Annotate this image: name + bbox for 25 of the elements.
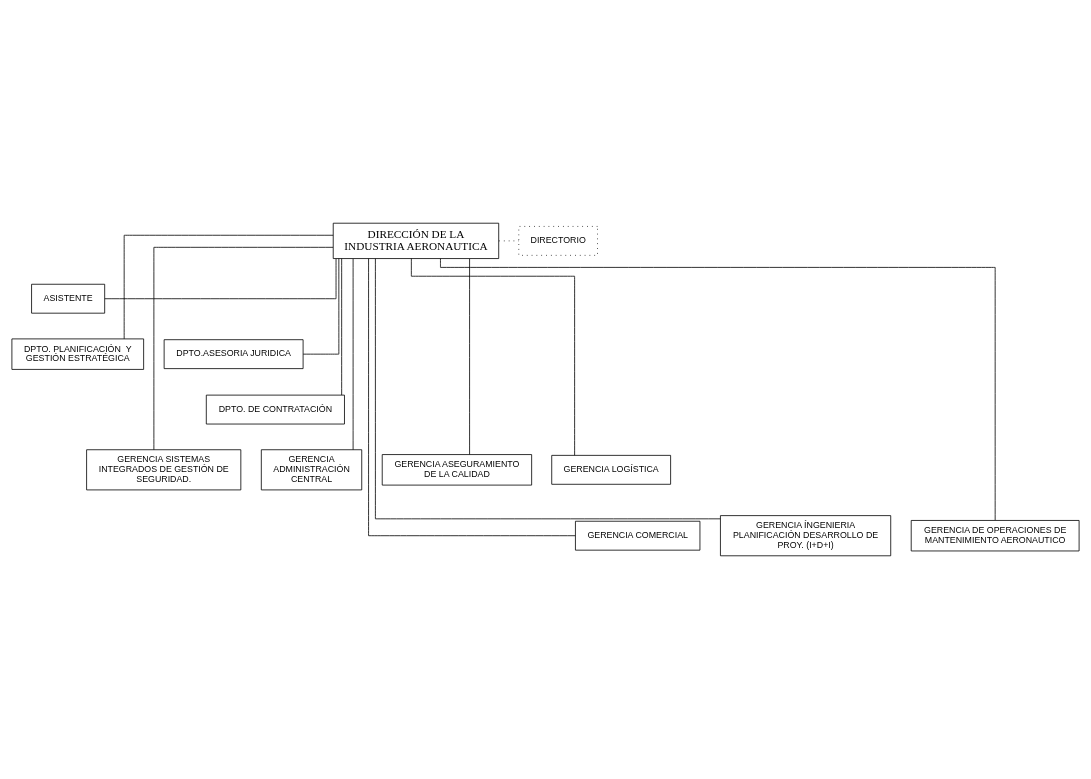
connector	[352, 258, 354, 451]
node-box: GERENCIA ASEGURAMIENTO DE LA CALIDAD	[381, 454, 533, 486]
node-box: GERENCIA LOGÍSTICA	[551, 454, 671, 485]
connector	[410, 258, 575, 456]
connector	[498, 240, 520, 242]
connector	[375, 258, 721, 520]
node-box: DPTO.ASESORIA JURIDICA	[163, 339, 304, 369]
node-box: GERENCIA COMERCIAL	[575, 520, 701, 551]
connector	[368, 258, 576, 537]
node-box: DPTO. PLANIFICACIÓN Y GESTIÓN ESTRATÉGICA	[11, 338, 145, 370]
connector	[104, 258, 337, 300]
connector	[302, 258, 340, 355]
connector	[440, 258, 996, 521]
node-box: GERENCIA SISTEMAS INTEGRADOS DE GESTIÓN DE SEGURIDAD.	[86, 449, 242, 491]
node-box: DIRECCIÓN DE LA INDUSTRIA AERONAUTICA	[332, 222, 500, 259]
node-box: DPTO. DE CONTRATACIÓN	[205, 394, 345, 425]
connector	[469, 258, 470, 455]
node-box: GERENCIA ADMINISTRACIÓN CENTRAL	[260, 449, 363, 491]
connector	[341, 258, 343, 396]
node-box: DIRECTORIO	[518, 226, 598, 256]
connector	[123, 234, 334, 340]
connector	[153, 246, 334, 451]
node-box: GERENCIA ÍNGENIERIA PLANIFICACIÓN DESARROLLO DE PROY. (I+D+I)	[720, 515, 892, 557]
node-box: ASISTENTE	[31, 283, 106, 314]
node-box: GERENCIA DE OPERACIONES DE MANTENIMIENTO AERONAUTICO	[910, 520, 1080, 552]
